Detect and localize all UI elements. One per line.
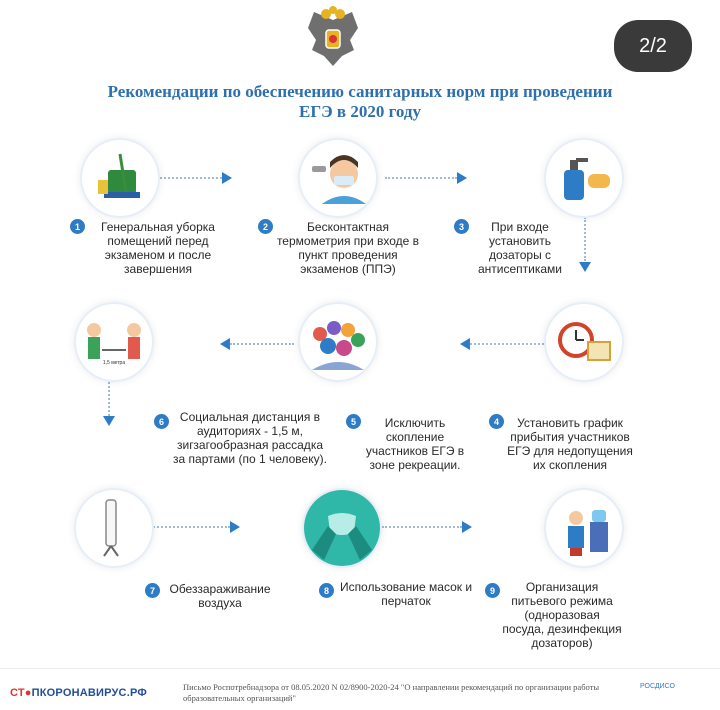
footer: СТ●ПКОРОНАВИРУС.РФ Письмо Роспотребнадзо… xyxy=(0,668,720,710)
step-number: 7 xyxy=(145,583,160,598)
arrow-right-icon xyxy=(230,521,240,533)
arrow-left-icon xyxy=(460,338,470,350)
distance-label: 1,5 метра xyxy=(103,360,125,366)
cleaning-bucket-icon xyxy=(82,140,158,216)
step-number: 9 xyxy=(485,583,500,598)
sanitizer-dispenser-icon xyxy=(546,140,622,216)
step-number: 4 xyxy=(489,414,504,429)
connector-6-7 xyxy=(108,382,110,416)
connector-7-8 xyxy=(150,526,230,528)
emblem-logo xyxy=(302,6,364,72)
connector-5-6 xyxy=(230,343,294,345)
thermometer-person-icon xyxy=(300,140,376,216)
step-caption: Социальная дистанция в аудиториях - 1,5 … xyxy=(173,410,327,466)
connector-4-5 xyxy=(470,343,544,345)
logo-part-blue: ПКОРОНАВИРУС.РФ xyxy=(31,687,147,699)
step-caption: При входе установить дозаторы с антисепт… xyxy=(477,220,562,276)
step-caption: Использование масок и перчаток xyxy=(339,580,473,608)
mask-gloves-icon xyxy=(304,490,380,566)
step-number: 5 xyxy=(346,414,361,429)
title-line-1: Рекомендации по обеспечению санитарных н… xyxy=(107,82,613,101)
arrow-left-icon xyxy=(220,338,230,350)
connector-3-4 xyxy=(584,217,586,261)
arrow-down-icon xyxy=(579,262,591,272)
air-purifier-icon xyxy=(76,490,152,566)
connector-2-3 xyxy=(385,177,457,179)
arrow-right-icon xyxy=(462,521,472,533)
source-note: Письмо Роспотребнадзора от 08.05.2020 N … xyxy=(183,682,600,703)
arrow-down-icon xyxy=(103,416,115,426)
step-caption: Бесконтактная термометрия при входе в пу… xyxy=(276,220,420,276)
logo-part-red: СТ xyxy=(10,687,25,699)
step-number: 6 xyxy=(154,414,169,429)
step-number: 3 xyxy=(454,219,469,234)
crowd-icon xyxy=(300,304,376,380)
title-line-2: ЕГЭ в 2020 году xyxy=(298,102,422,121)
arrow-right-icon xyxy=(222,172,232,184)
page-indicator[interactable]: 2/2 xyxy=(614,20,692,72)
connector-8-9 xyxy=(382,526,462,528)
page-title: Рекомендации по обеспечению санитарных н… xyxy=(20,82,700,122)
step-number: 2 xyxy=(258,219,273,234)
connector-1-2 xyxy=(160,177,222,179)
social-distance-icon: 1,5 метра xyxy=(76,304,152,380)
clock-calendar-icon xyxy=(546,304,622,380)
step-caption: Организация питьевого режима (одноразова… xyxy=(502,580,622,650)
step-caption: Генеральная уборка помещений перед экзам… xyxy=(101,220,215,276)
water-cooler-icon xyxy=(546,490,622,566)
logo-circle-icon: ● xyxy=(24,687,32,699)
step-number: 8 xyxy=(319,583,334,598)
arrow-right-icon xyxy=(457,172,467,184)
step-caption: Установить график прибытия участников ЕГ… xyxy=(507,416,633,472)
step-caption: Исключить скопление участников ЕГЭ в зон… xyxy=(365,416,465,472)
stopcoronavirus-logo[interactable]: СТ●ПКОРОНАВИРУС.РФ xyxy=(10,687,147,699)
step-number: 1 xyxy=(70,219,85,234)
rosdiso-logo: РОСДИСО xyxy=(640,683,675,690)
step-caption: Обеззараживание воздуха xyxy=(169,582,271,610)
